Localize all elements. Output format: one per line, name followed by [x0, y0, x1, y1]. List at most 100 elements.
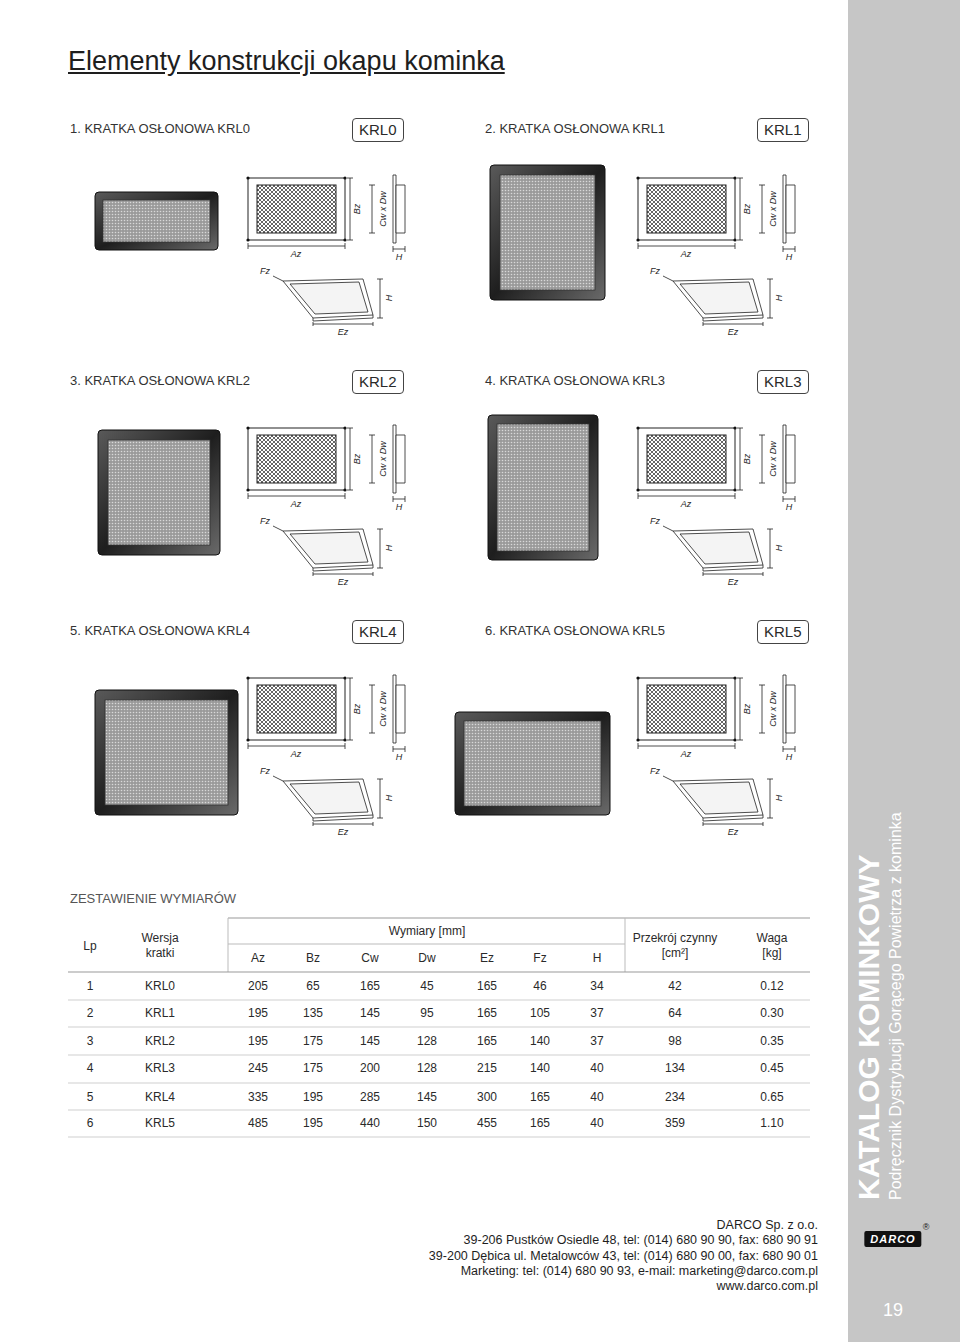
- front-view-mesh: [647, 185, 726, 233]
- drawing-line: [377, 779, 383, 780]
- table-cell: 145: [360, 1034, 380, 1049]
- table-cell: 3: [87, 1034, 94, 1049]
- drawing-line: [372, 435, 373, 483]
- table-header: Lp: [83, 939, 96, 954]
- footer-text: 39-206 Pustków Osiedle 48, tel: (014) 68…: [464, 1233, 818, 1249]
- table-heading: ZESTAWIENIE WYMIARÓW: [70, 891, 236, 907]
- drawing-line: [663, 776, 673, 781]
- badge-text: KRL1: [764, 121, 802, 139]
- drawing-line: [703, 572, 704, 576]
- table-cell: 2: [87, 1006, 94, 1021]
- table-rule: [228, 944, 625, 945]
- table-cell: 335: [248, 1090, 268, 1105]
- footer-text: DARCO Sp. z o.o.: [717, 1218, 818, 1234]
- drawing-line: [313, 324, 373, 325]
- drawing-line: [373, 322, 374, 326]
- drawing-shape: [783, 425, 786, 493]
- front-view: [638, 678, 735, 740]
- model-badge: KRL4: [352, 620, 404, 644]
- table-cell: 485: [248, 1116, 268, 1131]
- footer-text: 39-200 Dębica ul. Metalowców 43, tel: (0…: [429, 1249, 818, 1265]
- corner-dot: [636, 676, 639, 679]
- table-cell: 195: [248, 1034, 268, 1049]
- table-cell: 165: [530, 1116, 550, 1131]
- table-cell: 165: [477, 1034, 497, 1049]
- dimension-label: Cw x Dw: [767, 190, 779, 228]
- front-view: [248, 428, 345, 490]
- dimension-label: Bz: [351, 703, 363, 716]
- corner-dot: [733, 426, 736, 429]
- drawing-line: [313, 822, 314, 826]
- drawing-line: [759, 185, 765, 186]
- front-view: [638, 178, 735, 240]
- grille-photo-mesh: [103, 200, 210, 242]
- drawing-line: [380, 279, 381, 318]
- drawing-shape: [283, 279, 373, 318]
- drawing-line: [759, 685, 765, 686]
- drawing-line: [313, 322, 314, 326]
- drawing-line: [638, 493, 639, 499]
- drawing-line: [372, 685, 373, 733]
- drawing-line: [737, 740, 743, 741]
- grille-photo-frame: [95, 192, 218, 250]
- drawing-line: [347, 178, 353, 179]
- drawing-line: [770, 529, 771, 568]
- front-view-mesh: [257, 685, 336, 733]
- dimension-label: Ez: [337, 826, 350, 838]
- model-badge: KRL5: [757, 620, 809, 644]
- drawing-line: [663, 276, 673, 281]
- drawing-line: [703, 568, 763, 571]
- table-cell: 195: [303, 1090, 323, 1105]
- drawing-line: [767, 779, 773, 780]
- table-cell: 245: [248, 1061, 268, 1076]
- table-cell: 165: [477, 1006, 497, 1021]
- drawing-line: [735, 243, 736, 249]
- table-header: Przekrój czynny [cm²]: [625, 931, 725, 961]
- table-cell: KRL0: [145, 979, 175, 994]
- dimension-label: H: [395, 751, 404, 763]
- drawing-line: [703, 818, 704, 821]
- drawing-line: [763, 565, 764, 568]
- dimension-label: H: [773, 794, 785, 803]
- corner-dot: [246, 488, 249, 491]
- drawing-line: [759, 435, 765, 436]
- table-cell: 145: [417, 1090, 437, 1105]
- drawing-shape: [786, 435, 795, 483]
- dimension-label: Ez: [727, 326, 740, 338]
- table-rule: [228, 918, 229, 972]
- corner-dot: [733, 176, 736, 179]
- grille-photo-frame: [98, 430, 220, 555]
- table-header: Cw: [361, 951, 378, 966]
- drawing-line: [373, 572, 374, 576]
- table-cell: 165: [477, 979, 497, 994]
- drawing-line: [347, 490, 353, 491]
- drawing-shape: [673, 779, 763, 818]
- drawing-line: [759, 733, 765, 734]
- drawing-line: [248, 243, 249, 249]
- drawing-line: [313, 318, 373, 321]
- table-cell: 1: [87, 979, 94, 994]
- grille-photo-frame: [488, 415, 598, 560]
- table-cell: 165: [530, 1090, 550, 1105]
- badge-text: KRL4: [359, 623, 397, 641]
- drawing-line: [369, 685, 375, 686]
- model-badge: KRL1: [757, 118, 809, 142]
- table-cell: 165: [360, 979, 380, 994]
- drawing-line: [377, 529, 383, 530]
- drawing-line: [735, 743, 736, 749]
- table-cell: 359: [665, 1116, 685, 1131]
- drawing-line: [763, 815, 764, 818]
- front-view-mesh: [647, 685, 726, 733]
- grille-photo-mesh: [108, 440, 210, 545]
- drawing-line: [347, 240, 353, 241]
- drawing-line: [273, 526, 283, 531]
- table-header: Bz: [306, 951, 320, 966]
- grille-photo-mesh: [105, 700, 228, 805]
- drawing-line: [737, 178, 743, 179]
- drawing-line: [759, 483, 765, 484]
- drawing-line: [313, 818, 373, 821]
- corner-dot: [246, 176, 249, 179]
- drawing-line: [703, 818, 763, 821]
- table-cell: 98: [668, 1034, 681, 1049]
- dimension-label: Ez: [727, 576, 740, 588]
